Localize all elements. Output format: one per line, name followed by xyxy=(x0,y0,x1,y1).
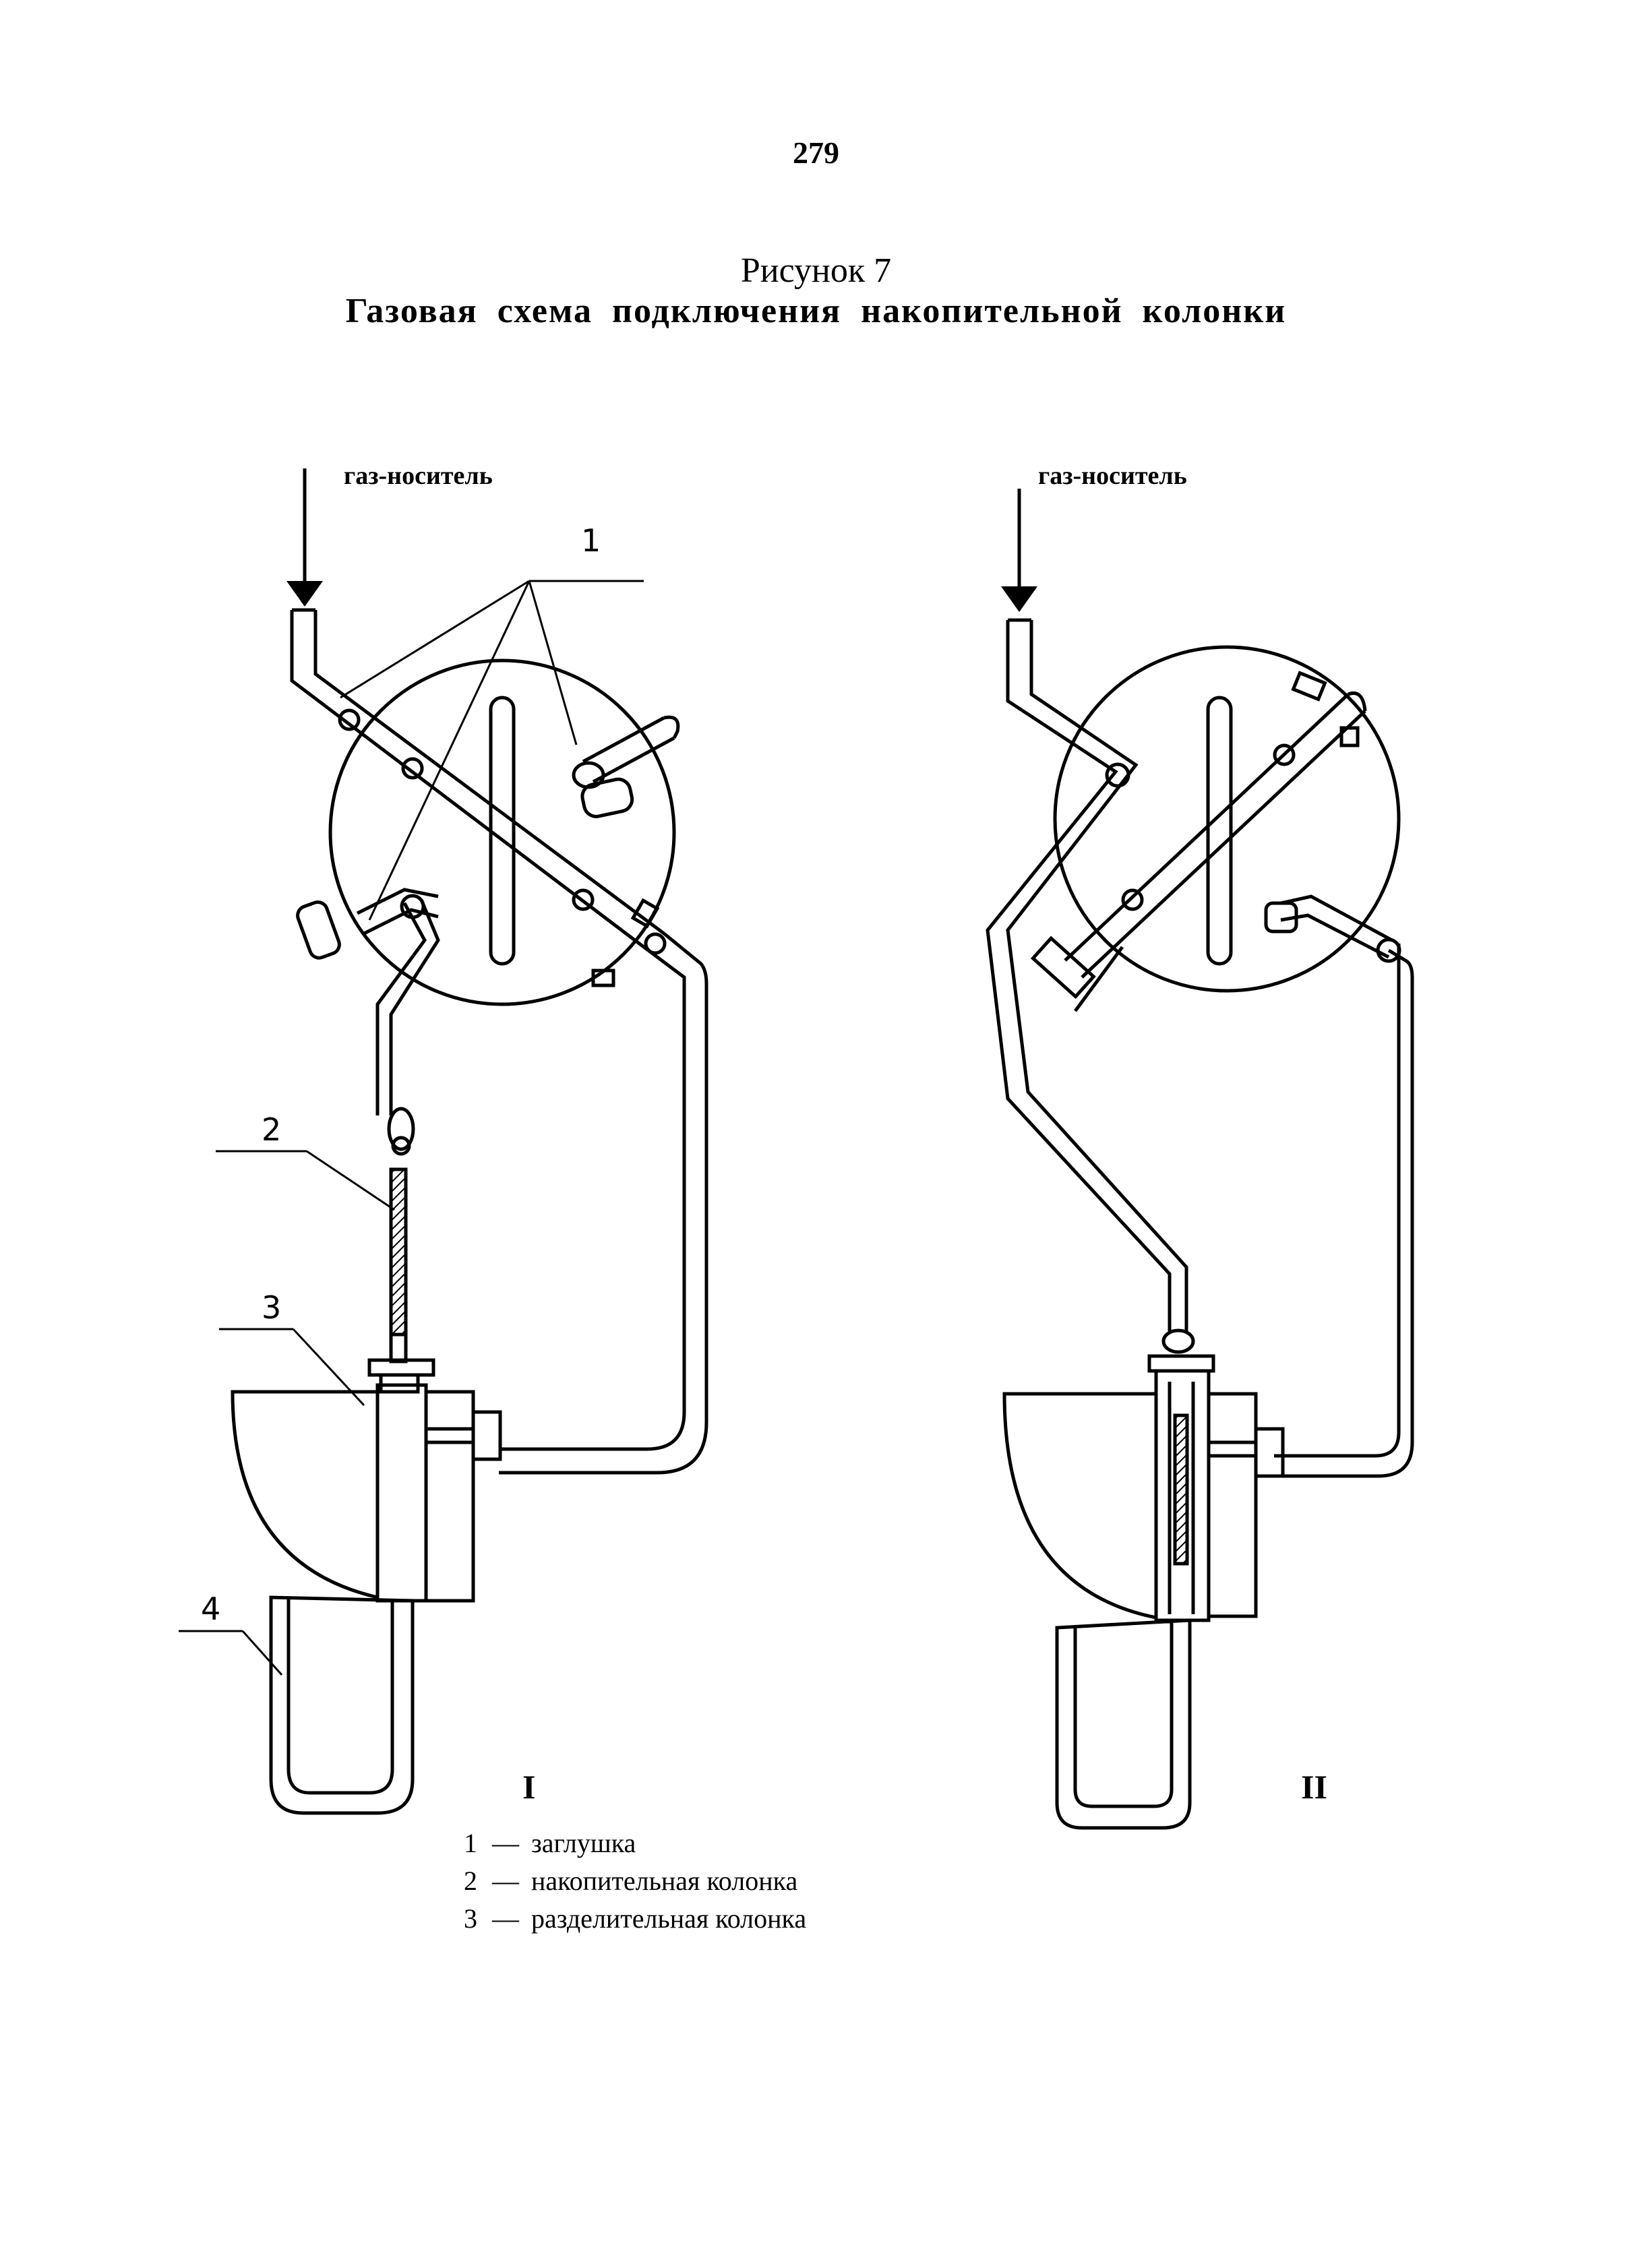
gas-inlet-arrow-right xyxy=(1001,489,1037,612)
valve-slot-right xyxy=(1206,696,1233,966)
gas-inlet-arrow-left xyxy=(286,468,323,607)
callout-lines-left xyxy=(179,580,644,1676)
scheme-i: газ-носитель xyxy=(179,462,708,1815)
valve-disc-right xyxy=(1053,645,1401,993)
callout-3: 3 xyxy=(262,1289,281,1326)
scheme-label-ii: II xyxy=(1301,1768,1327,1806)
oven-right xyxy=(1002,1392,1158,1620)
plug-right xyxy=(1264,894,1401,963)
legend-item-text: накопительная колонка xyxy=(531,1866,798,1896)
inlet-tube-right xyxy=(986,620,1188,1331)
legend-dash: — xyxy=(492,1866,519,1896)
gas-label-left: газ-носитель xyxy=(344,462,493,490)
legend-item-number: 1 xyxy=(464,1828,477,1858)
page-number: 279 xyxy=(793,135,839,170)
figure-title: Рисунок 7 xyxy=(740,251,892,290)
callout-2: 2 xyxy=(262,1111,281,1148)
return-tube-right xyxy=(1274,944,1414,1478)
return-tube-left xyxy=(499,932,708,1475)
legend-item-text: разделительная колонка xyxy=(531,1903,807,1934)
u-tube-right xyxy=(1055,1618,1192,1830)
valve-slot-left xyxy=(489,696,516,966)
legend-item-number: 3 xyxy=(464,1903,477,1934)
legend: 1 — заглушка 2 — накопительная колонка 3 — раз… xyxy=(464,1825,806,1938)
callout-4: 4 xyxy=(201,1591,220,1627)
figure-subtitle: Газовая схема подключения накопительной … xyxy=(345,292,1287,330)
scheme-ii: газ-носитель xyxy=(986,462,1414,1830)
legend-item: 2 — накопительная колонка xyxy=(464,1862,806,1900)
legend-item: 3 — разделительная колонка xyxy=(464,1900,806,1938)
switch-tube-right xyxy=(1064,693,1366,979)
accumulating-column-left xyxy=(389,1167,408,1337)
valve-disc-left xyxy=(328,658,676,1006)
plug-upper-left xyxy=(572,715,680,818)
u-tube-left xyxy=(269,1595,415,1815)
inlet-tube-left xyxy=(290,610,665,948)
gas-label-right: газ-носитель xyxy=(1038,462,1187,490)
oven-left xyxy=(231,1390,380,1600)
outlet-tube-left xyxy=(375,899,440,1115)
legend-dash: — xyxy=(492,1903,519,1934)
callout-1: 1 xyxy=(581,522,601,559)
separation-column-left xyxy=(375,1383,428,1603)
legend-item-text: заглушка xyxy=(531,1828,636,1858)
legend-item: 1 — заглушка xyxy=(464,1825,806,1862)
legend-item-number: 2 xyxy=(464,1866,477,1896)
legend-dash: — xyxy=(492,1828,519,1858)
accumulating-column-right xyxy=(1173,1413,1189,1566)
scheme-label-i: I xyxy=(522,1768,535,1806)
